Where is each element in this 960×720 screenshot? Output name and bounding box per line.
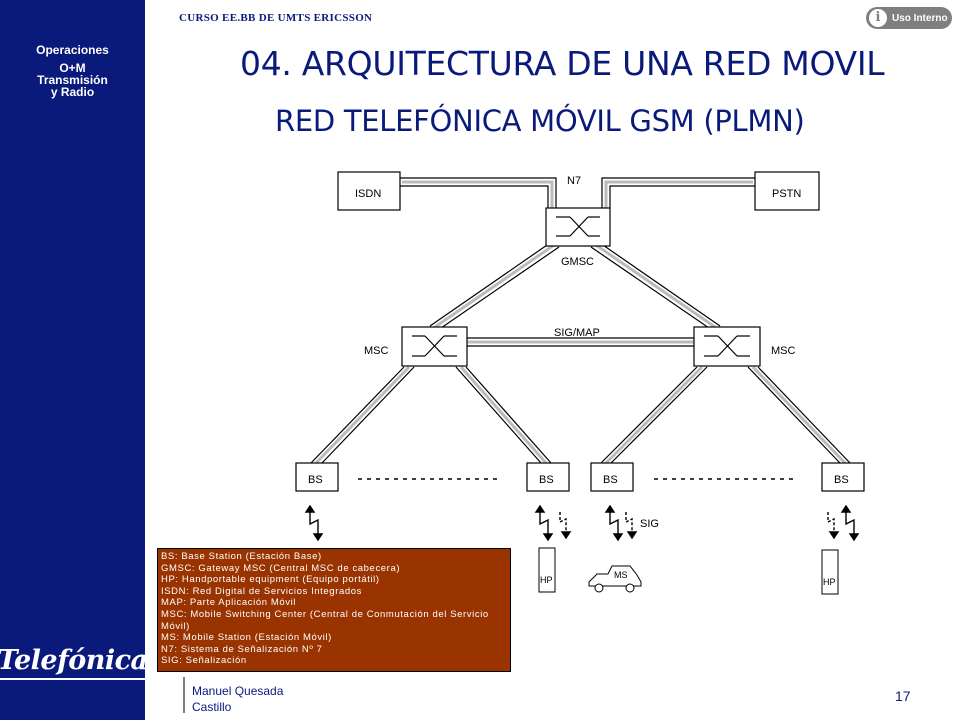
logo-area: Telefónica xyxy=(0,630,148,694)
gmsc-switch xyxy=(545,207,611,247)
n7-link xyxy=(400,177,755,208)
bs3-label: BS xyxy=(603,474,618,486)
hp-left-label: HP xyxy=(540,575,553,585)
msc-right-switch xyxy=(693,326,761,367)
radio-link-bs4 xyxy=(827,504,860,542)
hp-right-terminal xyxy=(821,549,839,595)
author: Manuel Quesada Castillo xyxy=(192,683,283,715)
msc-bs-shading xyxy=(314,365,847,465)
page-title: 04. ARQUITECTURA DE UNA RED MOVIL xyxy=(240,44,885,83)
telefonica-logo: Telefónica xyxy=(0,645,148,680)
bs1-box xyxy=(295,462,339,492)
sidebar-section-title: Operaciones O+M Transmisión y Radio xyxy=(0,44,145,98)
pstn-label: PSTN xyxy=(772,188,801,200)
info-icon: i xyxy=(869,9,887,27)
legend-item: MS: Mobile Station (Estación Móvil) xyxy=(161,632,332,644)
sidebar-line-3: Transmisión xyxy=(37,73,108,87)
author-line-2: Castillo xyxy=(192,700,232,714)
author-line-1: Manuel Quesada xyxy=(192,684,284,698)
sig-map-label: SIG/MAP xyxy=(554,327,600,339)
legend-item: HP: Handportable equipment (Equipo portá… xyxy=(161,574,380,586)
legend-item: Móvil) xyxy=(161,620,190,632)
pstn-box xyxy=(754,171,820,211)
radio-link-bs1 xyxy=(304,504,324,542)
gmsc-msc-shading xyxy=(434,243,716,329)
legend-box: BS: Base Station (Estación Base) GMSC: G… xyxy=(157,548,511,672)
bs3-box xyxy=(590,462,634,492)
legend-item: MSC: Mobile Switching Center (Central de… xyxy=(161,608,489,620)
isdn-box xyxy=(337,171,401,211)
msc-bs-links xyxy=(310,366,851,464)
isdn-label: ISDN xyxy=(355,188,381,200)
ms-label: MS xyxy=(614,570,628,580)
radio-link-bs2 xyxy=(534,504,572,542)
gmsc-msc-links xyxy=(429,242,721,329)
sig-label: SIG xyxy=(640,518,659,530)
bs2-box xyxy=(526,462,570,492)
hp-right-label: HP xyxy=(823,577,836,587)
sidebar: Operaciones O+M Transmisión y Radio Tele… xyxy=(0,0,148,720)
hp-left-terminal xyxy=(538,547,556,593)
bs4-label: BS xyxy=(834,474,849,486)
bs2-label: BS xyxy=(539,474,554,486)
n7-label: N7 xyxy=(567,175,581,187)
legend-item: ISDN: Red Digital de Servicios Integrado… xyxy=(161,585,362,597)
badge-label: Uso Interno xyxy=(892,12,948,24)
course-header: CURSO EE.BB DE UMTS ERICSSON xyxy=(179,12,373,24)
bs1-label: BS xyxy=(308,474,323,486)
usage-badge: i Uso Interno xyxy=(866,7,952,29)
radio-link-bs3 xyxy=(604,504,638,542)
msc-right-label: MSC xyxy=(771,345,796,357)
msc-left-label: MSC xyxy=(364,345,389,357)
sidebar-line-2: O+M xyxy=(59,61,86,75)
legend-item: GMSC: Gateway MSC (Central MSC de cabece… xyxy=(161,562,401,574)
legend-item: SIG: Señalización xyxy=(161,655,247,667)
page-number: 17 xyxy=(895,688,911,704)
legend-item: N7: Sistema de Señalización Nº 7 xyxy=(161,643,323,655)
page-subtitle: RED TELEFÓNICA MÓVIL GSM (PLMN) xyxy=(275,104,805,138)
footer-divider xyxy=(183,677,185,713)
gmsc-label: GMSC xyxy=(561,256,594,268)
sidebar-line-1: Operaciones xyxy=(36,43,109,57)
msc-left-switch xyxy=(401,326,468,367)
sidebar-line-4: y Radio xyxy=(50,85,95,99)
n7-link-shading xyxy=(402,180,753,208)
legend-item: BS: Base Station (Estación Base) xyxy=(161,551,322,562)
legend-item: MAP: Parte Aplicación Móvil xyxy=(161,597,296,609)
bs4-box xyxy=(821,462,865,492)
sig-map-link xyxy=(467,337,694,347)
ms-car-icon xyxy=(588,565,642,593)
